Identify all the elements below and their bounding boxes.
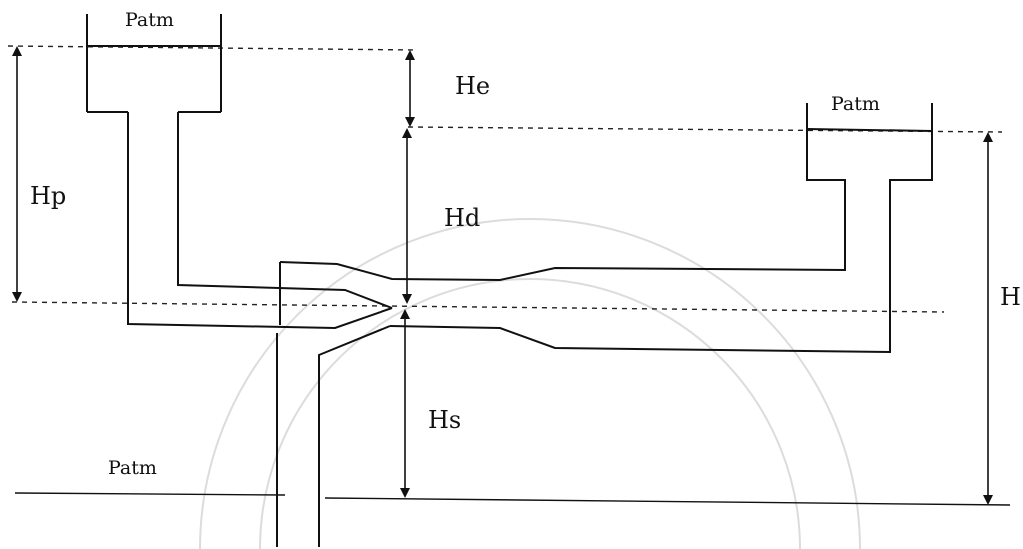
- watermark: [199, 218, 861, 549]
- dimension-hs: [400, 309, 410, 498]
- label-hd: Hd: [444, 204, 480, 232]
- label-hs: Hs: [428, 406, 461, 434]
- label-patm-lower-left: Patm: [108, 457, 157, 479]
- upper-left-tank: [86, 14, 222, 113]
- suction-pipe: [276, 262, 391, 547]
- ground-line-right: [324, 497, 1011, 506]
- dimension-hd: [402, 128, 412, 304]
- label-h: H: [1000, 283, 1021, 311]
- ground-line-left: [14, 492, 286, 496]
- dashed-line-top-level: [7, 45, 419, 51]
- label-patm-upper-left: Patm: [125, 9, 174, 31]
- label-he: He: [455, 72, 490, 100]
- label-patm-upper-right: Patm: [831, 93, 880, 115]
- dimension-he: [405, 50, 415, 127]
- label-hp: Hp: [30, 182, 66, 210]
- dimension-hp: [12, 46, 22, 302]
- nozzle-pipe: [127, 112, 393, 330]
- dashed-line-nozzle-axis: [11, 301, 945, 313]
- diffuser-and-delivery-pipe: [279, 103, 933, 354]
- dimension-h: [983, 132, 993, 505]
